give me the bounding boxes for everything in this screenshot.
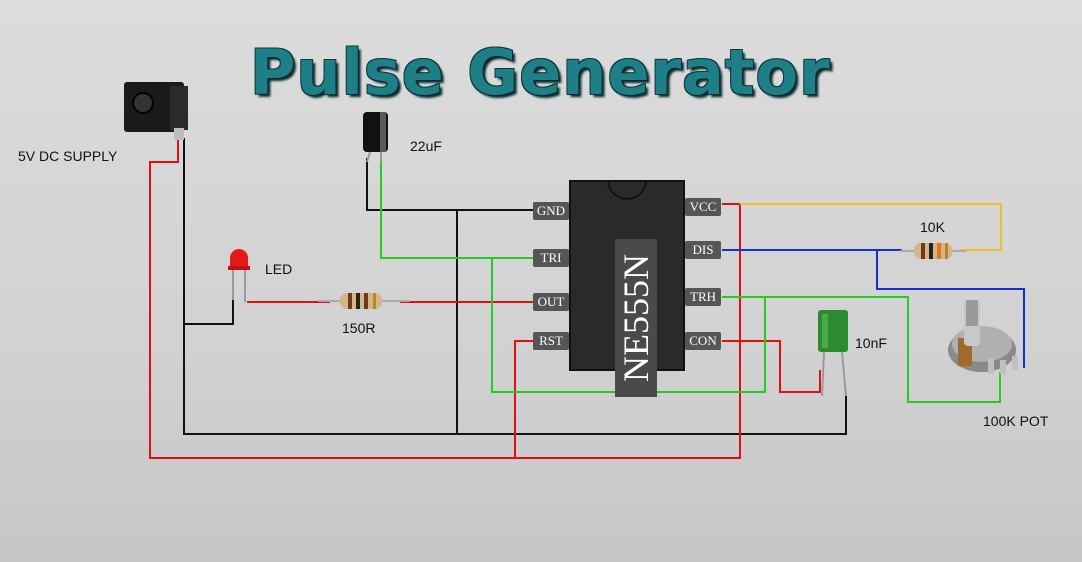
pin-vcc: VCC — [685, 198, 721, 216]
ne555-chip: NE555N — [569, 180, 685, 397]
capacitor-22uf — [363, 112, 388, 163]
cap-22uf-label: 22uF — [410, 138, 442, 154]
capacitor-10nf — [818, 310, 848, 397]
led-label: LED — [265, 261, 293, 277]
resistor-10k — [900, 243, 966, 259]
cap-ground-wire — [366, 158, 533, 211]
chip-notch — [607, 180, 647, 200]
pin-rst: RST — [533, 332, 569, 350]
pin-trh: TRH — [685, 288, 721, 306]
pin-con: CON — [685, 332, 721, 350]
pin-tri: TRI — [533, 249, 569, 267]
resistor-150r — [318, 293, 410, 309]
vcc-res-wire — [740, 203, 1002, 251]
pin-out: OUT — [533, 293, 569, 311]
cap-10nf-label: 10nF — [855, 335, 887, 351]
pin-dis: DIS — [685, 241, 721, 259]
tri-trh-wire — [491, 258, 766, 393]
discharge-wires — [722, 249, 1025, 368]
pin-gnd: GND — [533, 202, 569, 220]
diagram-title: Pulse Generator — [250, 36, 831, 109]
pot-wiper-wire — [765, 296, 1001, 403]
pot-label: 100K POT — [983, 413, 1049, 429]
dc-jack — [124, 82, 188, 140]
trigger-wires — [380, 158, 1001, 403]
reset-wire — [514, 340, 533, 458]
cap-trigger-wire — [380, 158, 533, 259]
led-ground-wire — [184, 296, 234, 325]
supply-label: 5V DC SUPPLY — [18, 148, 118, 164]
con-wire — [722, 340, 821, 393]
chip-label: NE555N — [615, 239, 657, 397]
potentiometer — [948, 300, 1018, 374]
led — [228, 249, 250, 302]
res-10k-label: 10K — [920, 219, 945, 235]
dis-pot-wire — [876, 250, 1025, 368]
res-150-label: 150R — [342, 320, 376, 336]
